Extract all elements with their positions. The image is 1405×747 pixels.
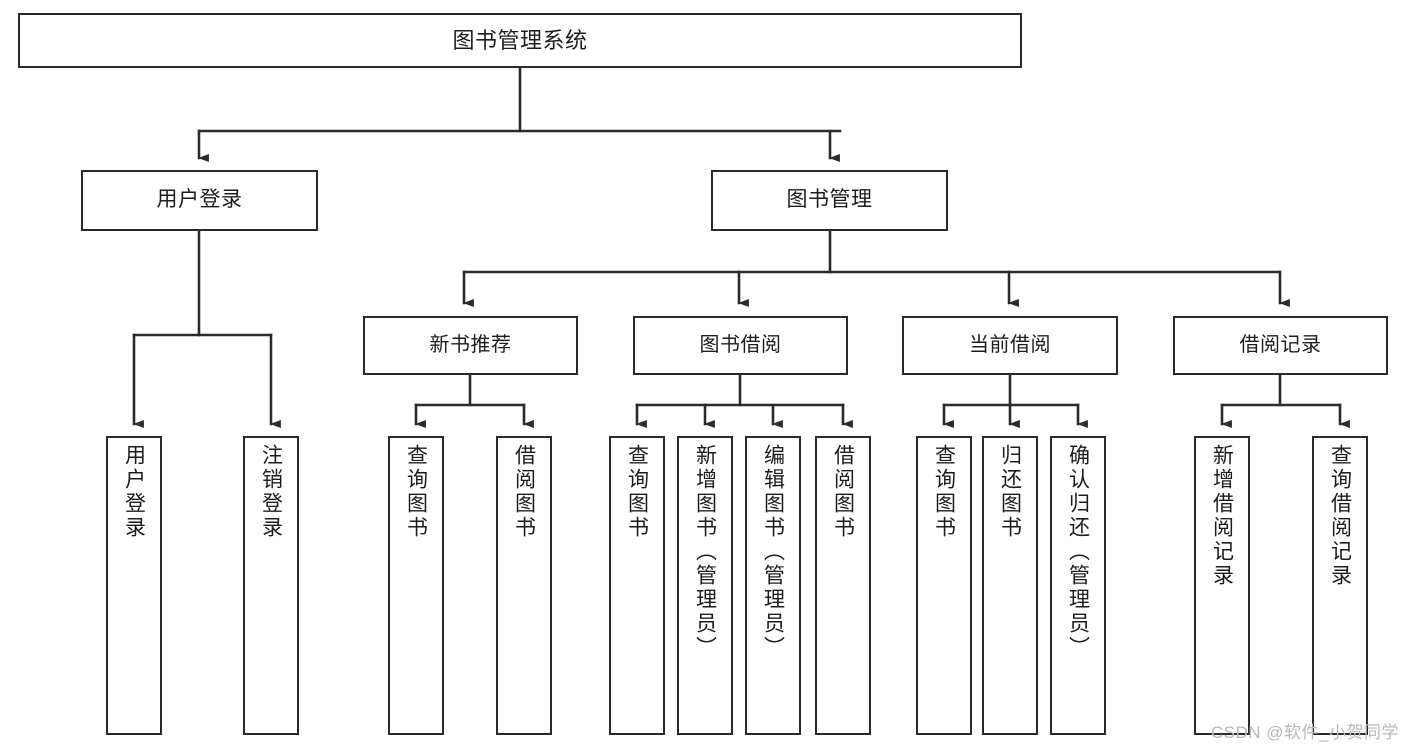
node-current-borrow[interactable]: 当前借阅 xyxy=(902,316,1118,375)
leaf-edit-book-admin[interactable]: 编辑图书（管理员） xyxy=(745,436,801,735)
watermark-text: CSDN @软件_小贺同学 xyxy=(1210,723,1399,742)
node-label: 用户登录 xyxy=(156,188,243,212)
leaf-user-login[interactable]: 用户登录 xyxy=(106,436,162,735)
leaf-logout[interactable]: 注销登录 xyxy=(243,436,299,735)
node-book-borrow[interactable]: 图书借阅 xyxy=(633,316,848,375)
node-label: 查询图书 xyxy=(932,444,956,540)
node-label: 用户登录 xyxy=(122,444,146,540)
node-label: 新书推荐 xyxy=(429,333,512,356)
node-label: 新增借阅记录 xyxy=(1210,444,1234,588)
node-label: 借阅记录 xyxy=(1239,333,1322,356)
node-label: 新增图书（管理员） xyxy=(693,444,717,660)
leaf-query-book-recommend[interactable]: 查询图书 xyxy=(388,436,444,735)
leaf-borrow-book[interactable]: 借阅图书 xyxy=(815,436,871,735)
node-book-management[interactable]: 图书管理 xyxy=(711,170,948,231)
leaf-query-borrow-record[interactable]: 查询借阅记录 xyxy=(1312,436,1368,735)
node-label: 借阅图书 xyxy=(831,444,855,540)
node-label: 查询借阅记录 xyxy=(1328,444,1352,588)
leaf-query-book-current[interactable]: 查询图书 xyxy=(916,436,972,735)
node-label: 查询图书 xyxy=(404,444,428,540)
node-label: 确认归还（管理员） xyxy=(1066,444,1090,660)
node-label: 编辑图书（管理员） xyxy=(761,444,785,660)
leaf-borrow-book-recommend[interactable]: 借阅图书 xyxy=(496,436,552,735)
node-user-login[interactable]: 用户登录 xyxy=(81,170,318,231)
node-label: 借阅图书 xyxy=(512,444,536,540)
node-label: 图书管理系统 xyxy=(452,27,588,53)
node-new-book-recommend[interactable]: 新书推荐 xyxy=(363,316,578,375)
node-label: 归还图书 xyxy=(998,444,1022,540)
node-label: 图书借阅 xyxy=(699,333,782,356)
node-label: 当前借阅 xyxy=(969,333,1051,356)
node-label: 注销登录 xyxy=(259,444,283,540)
node-label: 查询图书 xyxy=(625,444,649,540)
node-label: 图书管理 xyxy=(786,188,873,212)
node-borrow-record[interactable]: 借阅记录 xyxy=(1173,316,1388,375)
node-root-book-management-system[interactable]: 图书管理系统 xyxy=(18,13,1022,68)
leaf-confirm-return-admin[interactable]: 确认归还（管理员） xyxy=(1050,436,1106,735)
leaf-add-book-admin[interactable]: 新增图书（管理员） xyxy=(677,436,733,735)
leaf-add-borrow-record[interactable]: 新增借阅记录 xyxy=(1194,436,1250,735)
leaf-return-book[interactable]: 归还图书 xyxy=(982,436,1038,735)
leaf-query-book-borrow[interactable]: 查询图书 xyxy=(609,436,665,735)
